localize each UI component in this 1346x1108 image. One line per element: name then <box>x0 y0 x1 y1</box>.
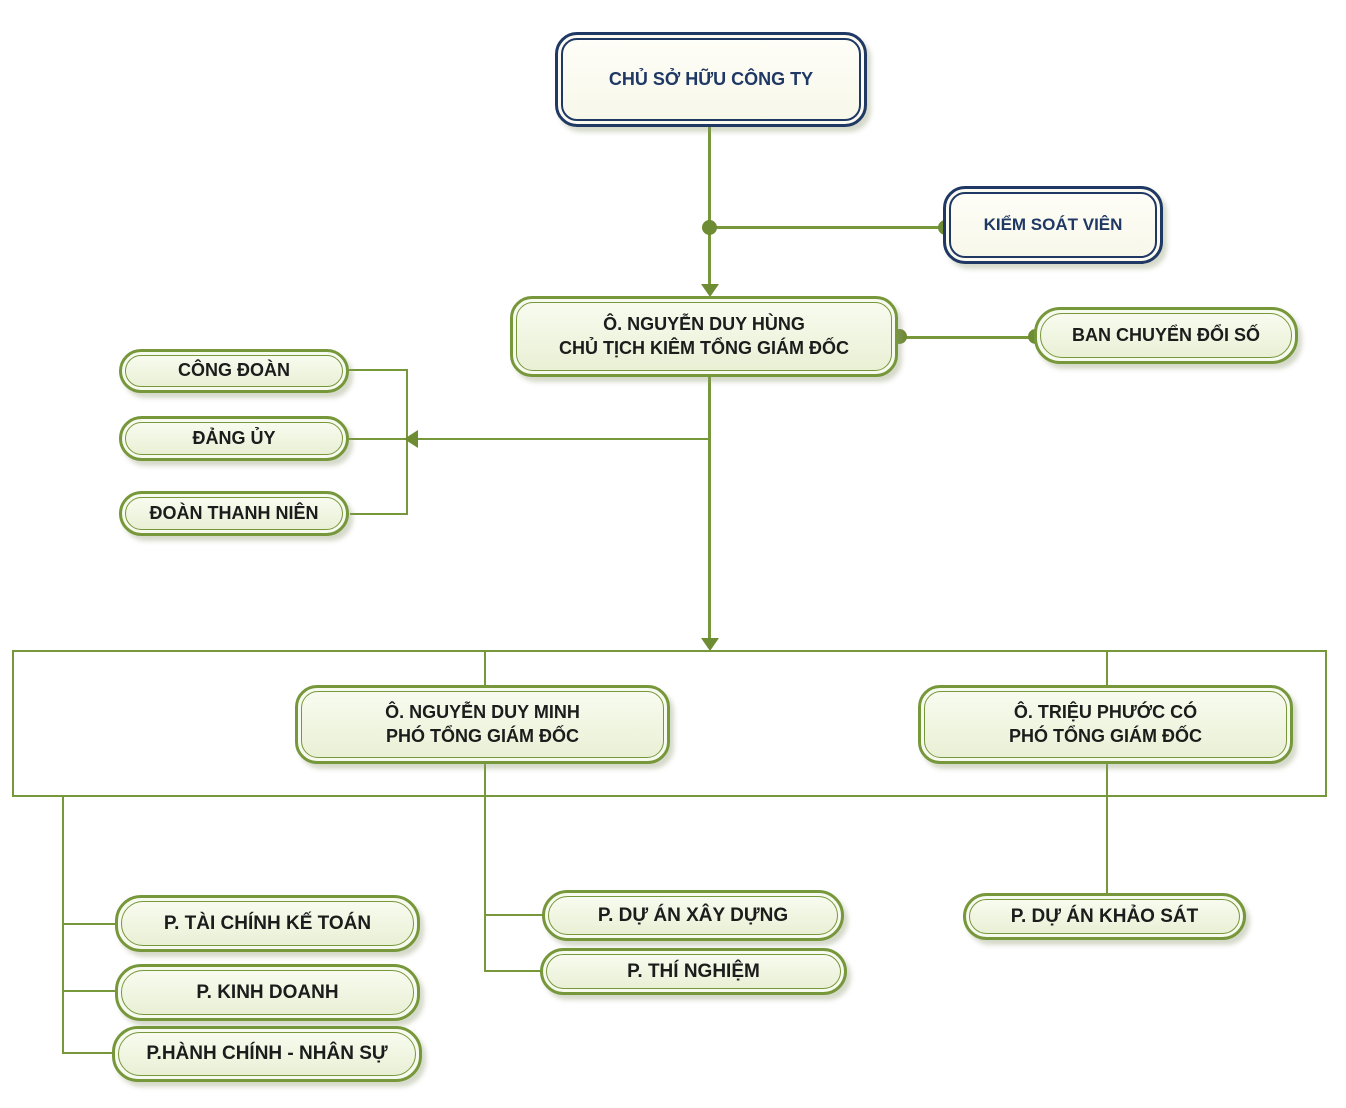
node-company-owner: CHỦ SỞ HỮU CÔNG TY <box>555 32 867 127</box>
connector-survey-drop <box>1106 797 1108 895</box>
node-party-committee: ĐẢNG ỦY <box>119 416 349 461</box>
node-finance-accounting-dept: P. TÀI CHÍNH KẾ TOÁN <box>115 895 420 952</box>
node-party-committee-label: ĐẢNG ỦY <box>192 427 276 448</box>
connector-admin-hr-stub <box>63 1052 117 1054</box>
connector-laboratory-stub <box>485 970 543 972</box>
node-controller-label: KIỂM SOÁT VIÊN <box>983 214 1123 234</box>
connector-union-stub <box>347 369 408 371</box>
node-deputy-minh-name: Ô. NGUYỄN DUY MINH <box>385 701 580 722</box>
node-company-owner-label: CHỦ SỞ HỮU CÔNG TY <box>608 68 814 89</box>
node-controller: KIỂM SOÁT VIÊN <box>943 186 1163 264</box>
node-trade-union: CÔNG ĐOÀN <box>119 349 349 393</box>
arrowhead-left-group-icon <box>404 430 418 448</box>
node-admin-hr-label: P.HÀNH CHÍNH - NHÂN SỰ <box>146 1043 388 1065</box>
connector-business-stub <box>63 990 117 992</box>
node-chairman-ceo: Ô. NGUYỄN DUY HÙNG CHỦ TỊCH KIÊM TỔNG GI… <box>510 296 898 377</box>
node-business-label: P. KINH DOANH <box>196 981 339 1003</box>
connector-left-departments-drop <box>62 797 64 1054</box>
node-survey-label: P. DỰ ÁN KHẢO SÁT <box>1010 905 1199 927</box>
connector-minh-drop <box>484 797 486 972</box>
connector-to-digital-board <box>897 336 1037 339</box>
node-admin-hr-dept: P.HÀNH CHÍNH - NHÂN SỰ <box>112 1026 422 1082</box>
connector-owner-to-chairman <box>708 125 711 293</box>
connector-finance-stub <box>63 923 117 925</box>
connector-party-line <box>347 438 710 440</box>
node-laboratory-label: P. THÍ NGHIỆM <box>627 960 760 982</box>
node-deputy-gd-minh: Ô. NGUYỄN DUY MINH PHÓ TỔNG GIÁM ĐỐC <box>295 685 670 764</box>
node-digital-board-label: BAN CHUYỂN ĐỔI SỐ <box>1071 324 1260 345</box>
management-group-frame <box>12 650 1327 797</box>
connector-chairman-to-deputies <box>708 377 711 640</box>
junction-dot-trunk <box>702 220 717 235</box>
connector-construction-stub <box>485 914 545 916</box>
node-construction-project-dept: P. DỰ ÁN XÂY DỰNG <box>542 890 844 941</box>
node-digital-transformation-board: BAN CHUYỂN ĐỔI SỐ <box>1034 307 1298 364</box>
node-chairman-title: CHỦ TỊCH KIÊM TỔNG GIÁM ĐỐC <box>559 337 849 358</box>
arrowhead-into-frame-icon <box>701 638 719 651</box>
node-finance-label: P. TÀI CHÍNH KẾ TOÁN <box>163 912 372 934</box>
node-survey-project-dept: P. DỰ ÁN KHẢO SÁT <box>963 893 1246 940</box>
node-business-dept: P. KINH DOANH <box>115 964 420 1021</box>
node-deputy-co-name: Ô. TRIỆU PHƯỚC CÓ <box>1013 701 1198 722</box>
node-deputy-co-title: PHÓ TỔNG GIÁM ĐỐC <box>1009 725 1202 746</box>
node-youth-union: ĐOÀN THANH NIÊN <box>119 491 349 536</box>
node-construction-label: P. DỰ ÁN XÂY DỰNG <box>597 904 789 926</box>
node-laboratory-dept: P. THÍ NGHIỆM <box>540 948 847 995</box>
node-trade-union-label: CÔNG ĐOÀN <box>178 360 290 381</box>
node-deputy-minh-title: PHÓ TỔNG GIÁM ĐỐC <box>386 725 579 746</box>
node-chairman-name: Ô. NGUYỄN DUY HÙNG <box>603 313 805 334</box>
node-deputy-gd-co: Ô. TRIỆU PHƯỚC CÓ PHÓ TỔNG GIÁM ĐỐC <box>918 685 1293 764</box>
connector-youth-stub <box>350 513 408 515</box>
connector-to-controller <box>710 226 946 229</box>
node-youth-union-label: ĐOÀN THANH NIÊN <box>149 502 319 523</box>
arrowhead-into-chairman-icon <box>701 284 719 297</box>
